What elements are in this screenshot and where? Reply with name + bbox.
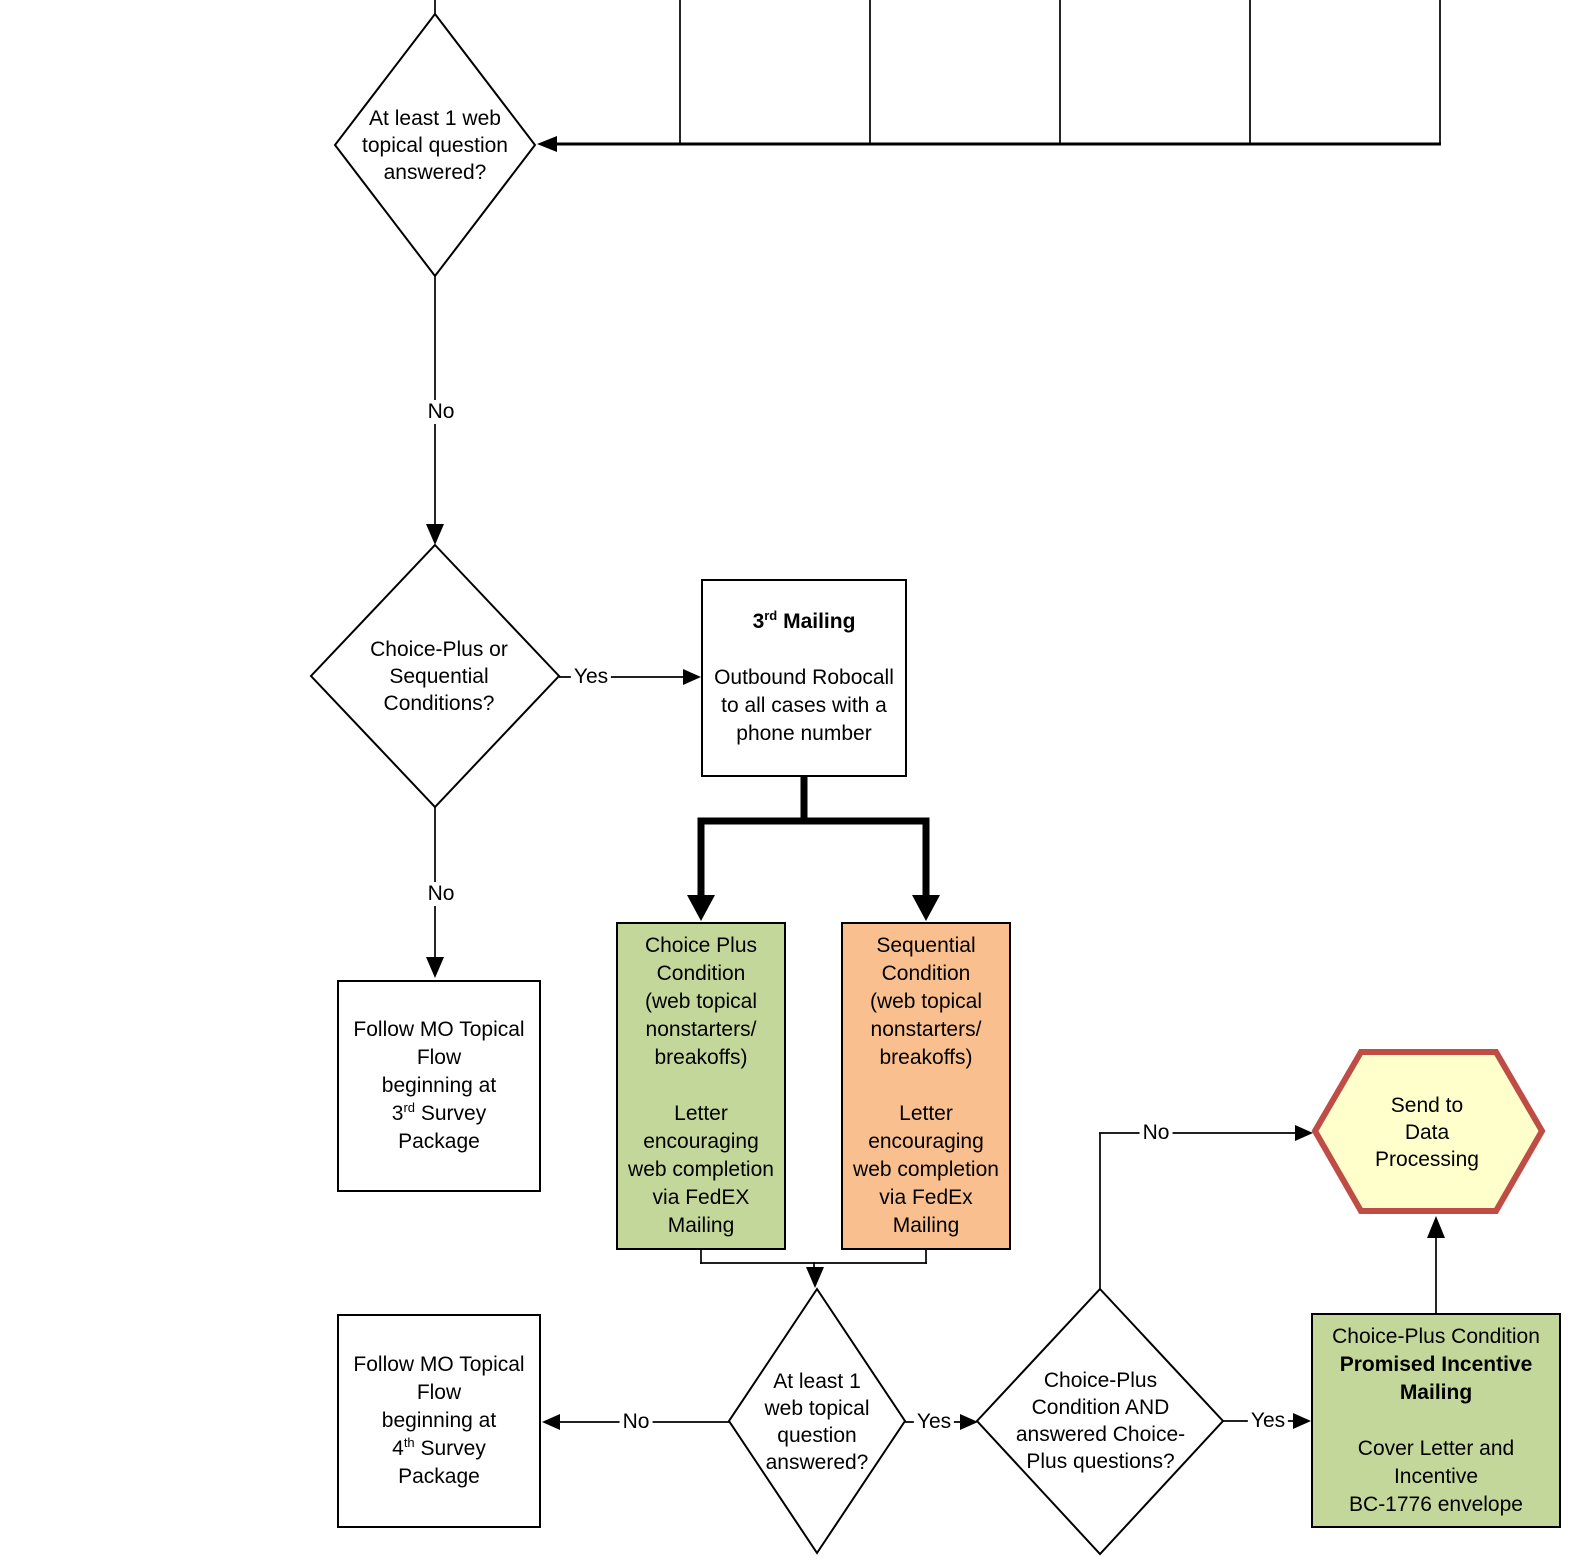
incentive-bold-title: Promised Incentive Mailing (1339, 1352, 1533, 1404)
follow-3rd-survey-line: 3rd Survey (391, 1100, 487, 1125)
edge-label-yes-3: Yes (1247, 1409, 1289, 1433)
connectors (434, 0, 1441, 1423)
incentive-body: Cover Letter and Incentive BC-1776 envel… (1349, 1436, 1523, 1516)
incentive-condition-line: Choice-Plus Condition (1332, 1324, 1540, 1348)
edge-label-no-1: No (424, 400, 458, 424)
follow-4th-lines: Follow MO Topical Flow beginning at (353, 1353, 525, 1432)
process-follow-mo-topical-3rd: Follow MO Topical Flow beginning at 3rd … (337, 980, 541, 1192)
arrowheads (426, 136, 1445, 1430)
top-table-grid (679, 0, 1441, 143)
follow-3rd-package-line: Package (398, 1130, 480, 1153)
decision-choice-plus-and-answered (975, 1287, 1225, 1556)
terminator-send-to-data-processing (1311, 1049, 1546, 1214)
follow-4th-survey-line: 4th Survey (392, 1435, 486, 1460)
process-third-mailing-body: Outbound Robocall to all cases with a ph… (714, 666, 894, 745)
decision-choice-plus-or-sequential (309, 543, 561, 809)
branch-connector-thick (697, 776, 930, 898)
process-third-mailing: 3rd Mailing Outbound Robocall to all cas… (701, 579, 907, 777)
decision-web-topical-answered-1 (333, 12, 537, 278)
edge-label-no-3: No (619, 1410, 653, 1434)
edge-label-yes-1: Yes (570, 665, 612, 689)
edge-label-no-4: No (1139, 1121, 1173, 1145)
process-promised-incentive-mailing: Choice-Plus Condition Promised Incentive… (1311, 1313, 1561, 1528)
edge-label-yes-2: Yes (913, 1410, 955, 1434)
process-sequential-condition-fedex: Sequential Condition (web topical nonsta… (841, 922, 1011, 1250)
edge-label-no-2: No (424, 882, 458, 906)
follow-4th-package-line: Package (398, 1465, 480, 1488)
process-choice-plus-condition-fedex: Choice Plus Condition (web topical nonst… (616, 922, 786, 1250)
process-follow-mo-topical-4th: Follow MO Topical Flow beginning at 4th … (337, 1314, 541, 1528)
decision-web-topical-answered-2 (727, 1287, 907, 1555)
process-third-mailing-title: 3rd Mailing (752, 608, 856, 633)
follow-3rd-lines: Follow MO Topical Flow beginning at (353, 1018, 525, 1097)
